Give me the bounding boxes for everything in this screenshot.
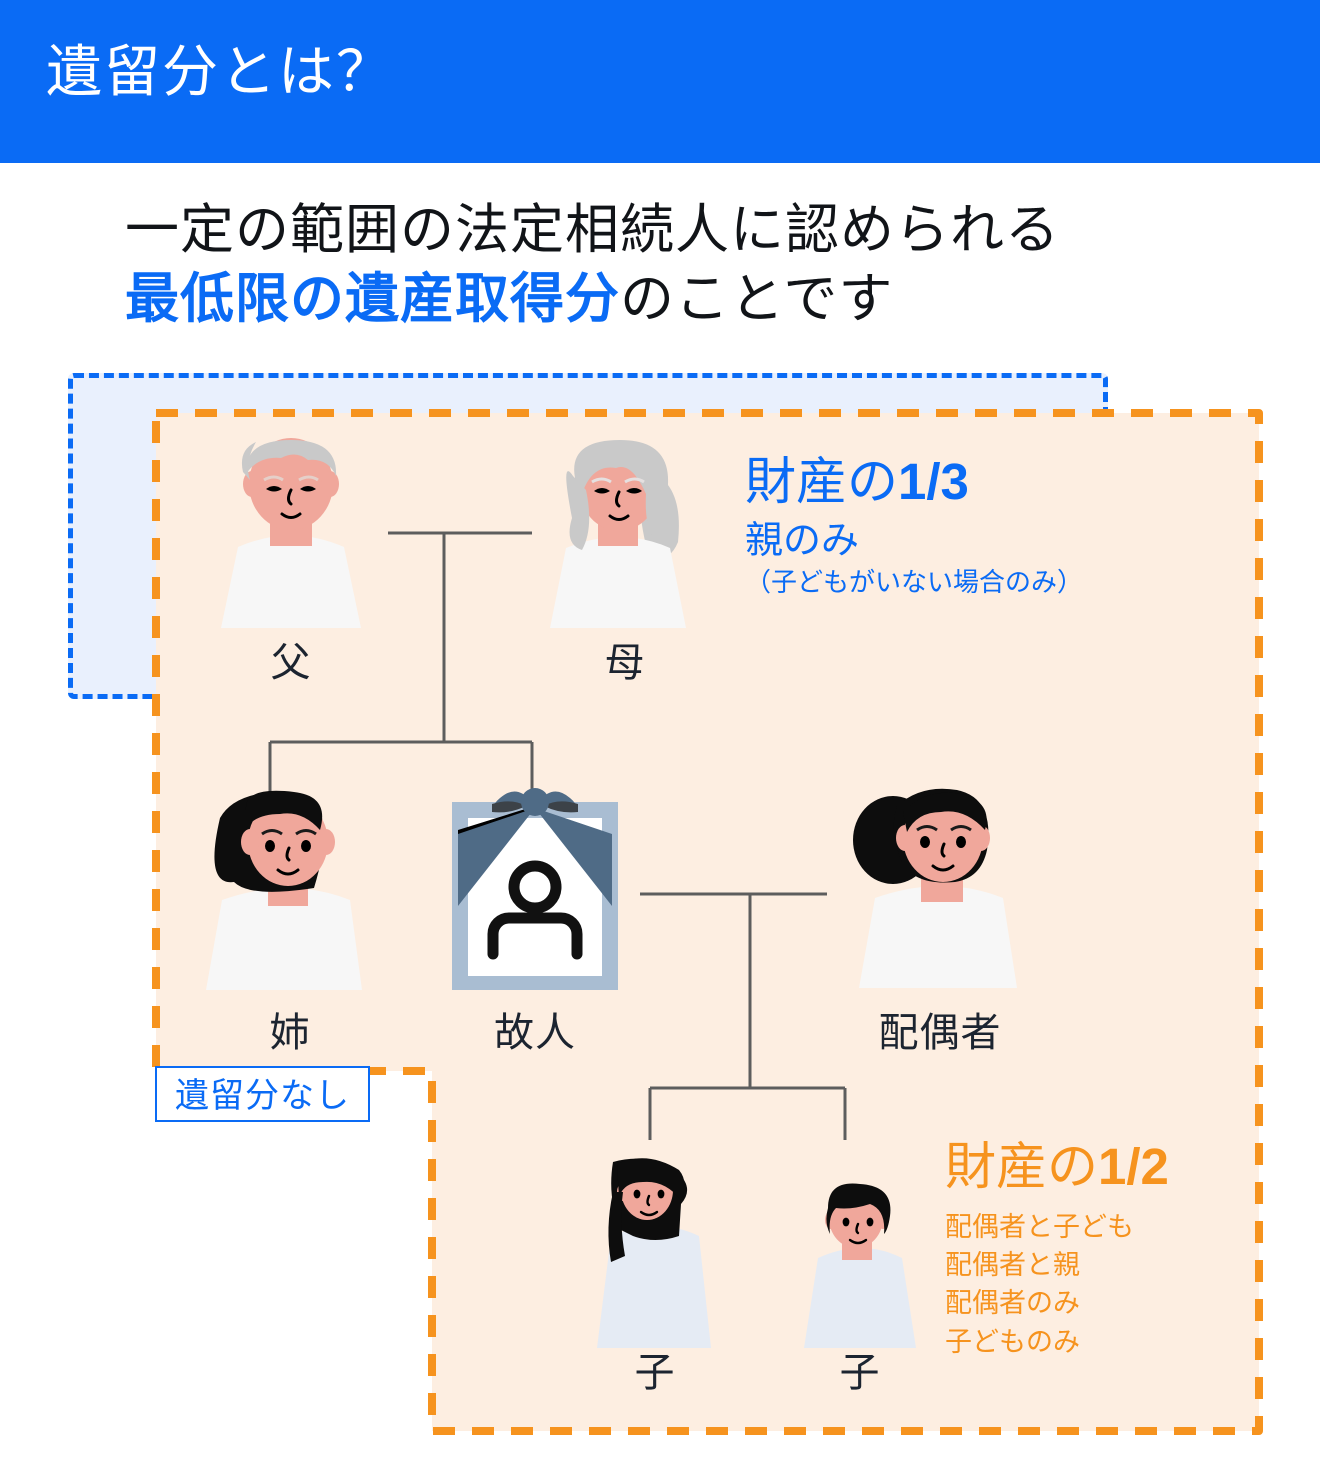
person-deceased — [440, 786, 630, 990]
status-badge-no-reserved-share: 遺留分なし — [155, 1066, 370, 1122]
list-item: 配偶者と子ども — [945, 1211, 1134, 1242]
person-child-2 — [790, 1182, 930, 1348]
label-child-2: 子 — [839, 1351, 881, 1395]
callout-parents-prefix: 財産の — [745, 453, 899, 510]
heirs-zone-shape — [152, 409, 1263, 1435]
subtitle-line-1: 一定の範囲の法定相続人に認められる — [125, 200, 1060, 260]
callout-parents-heading: 財産の1/3 — [745, 455, 1105, 509]
label-father: 父 — [270, 641, 312, 685]
elderly-woman-avatar — [550, 440, 686, 628]
person-child-1 — [585, 1158, 725, 1348]
person-sister — [190, 790, 390, 990]
subtitle-text: 一定の範囲の法定相続人に認められる 最低限の遺産取得分のことです — [125, 196, 1275, 334]
subtitle-highlight: 最低限の遺産取得分 — [125, 269, 620, 330]
memorial-portrait-icon — [452, 788, 618, 990]
callout-main-fraction: 1/2 — [1098, 1138, 1169, 1195]
callout-parents-share: 財産の1/3 親のみ （子どもがいない場合のみ） — [745, 455, 1105, 597]
callout-main-list: 配偶者と子ども 配偶者と親 配偶者のみ 子どものみ — [945, 1208, 1285, 1361]
label-mother: 母 — [604, 641, 646, 685]
young-woman-avatar — [206, 790, 362, 990]
list-item: 配偶者のみ — [945, 1288, 1080, 1319]
person-mother — [520, 432, 730, 628]
list-item: 配偶者と親 — [945, 1249, 1080, 1280]
callout-main-prefix: 財産の — [945, 1138, 1099, 1195]
label-deceased: 故人 — [494, 1011, 576, 1055]
callout-parents-note: （子どもがいない場合のみ） — [745, 567, 1084, 598]
callout-main-heading: 財産の1/2 — [945, 1140, 1285, 1194]
list-item: 子どものみ — [945, 1326, 1080, 1357]
header-bar — [0, 0, 1320, 163]
woman-avatar — [853, 788, 1017, 988]
callout-parents-sub: 親のみ — [745, 519, 860, 562]
boy-avatar — [804, 1183, 916, 1348]
page-title: 遺留分とは？ — [46, 40, 394, 103]
label-spouse: 配偶者 — [878, 1011, 1002, 1055]
label-sister: 姉 — [269, 1011, 311, 1055]
heirs-share-zone — [142, 399, 1273, 1445]
label-child-1: 子 — [634, 1351, 676, 1395]
callout-parents-fraction: 1/3 — [898, 453, 969, 510]
callout-main-share: 財産の1/2 配偶者と子ども 配偶者と親 配偶者のみ 子どものみ — [945, 1140, 1285, 1361]
girl-avatar — [597, 1158, 711, 1348]
person-father — [186, 432, 396, 628]
subtitle-tail: のことです — [620, 269, 894, 330]
elderly-man-avatar — [221, 438, 361, 628]
person-spouse — [835, 782, 1045, 988]
subtitle-line-2: 最低限の遺産取得分のことです — [125, 265, 1275, 334]
